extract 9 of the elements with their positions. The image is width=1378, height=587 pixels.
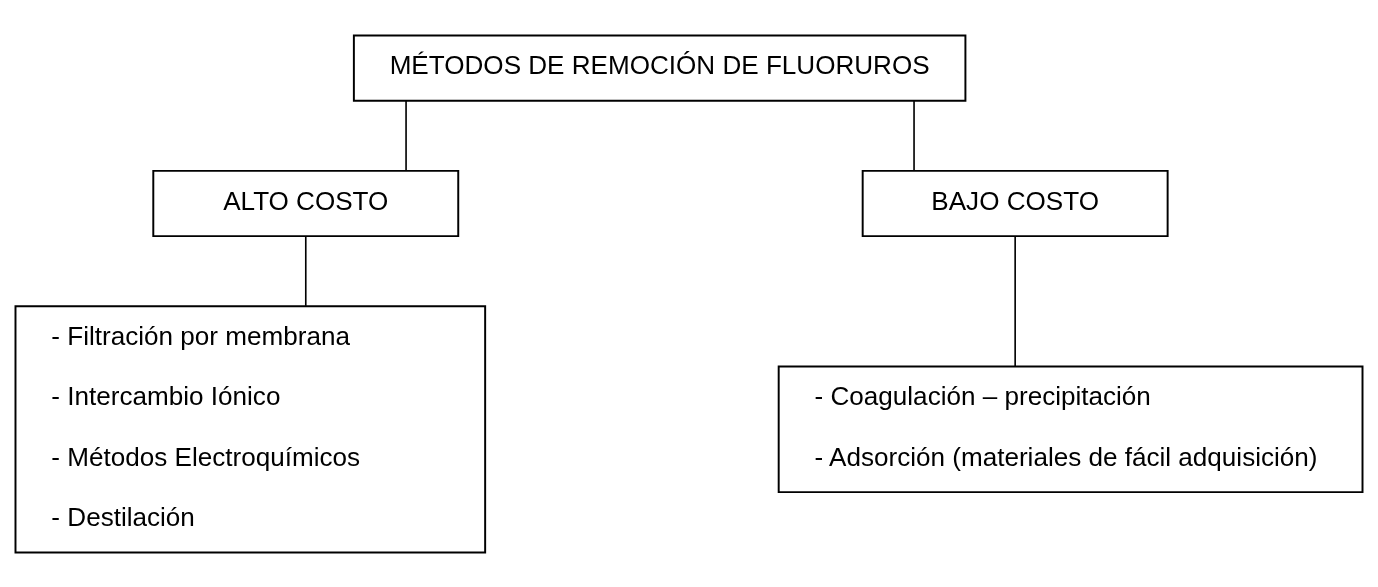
- node-box: - Coagulación – precipitación - Adsorción (materiales de fácil adquisición): [777, 365, 1364, 493]
- node-box: BAJO COSTO: [861, 169, 1169, 237]
- connector: [1014, 235, 1016, 367]
- connector: [304, 235, 307, 307]
- connector: [405, 99, 407, 171]
- node-box: - Filtración por membrana - Intercambio Iónico - Métodos Electroquímicos - Destilación: [14, 304, 487, 553]
- connector: [913, 99, 915, 171]
- node-box: MÉTODOS DE REMOCIÓN DE FLUORUROS: [352, 34, 967, 102]
- node-box: ALTO COSTO: [152, 169, 460, 237]
